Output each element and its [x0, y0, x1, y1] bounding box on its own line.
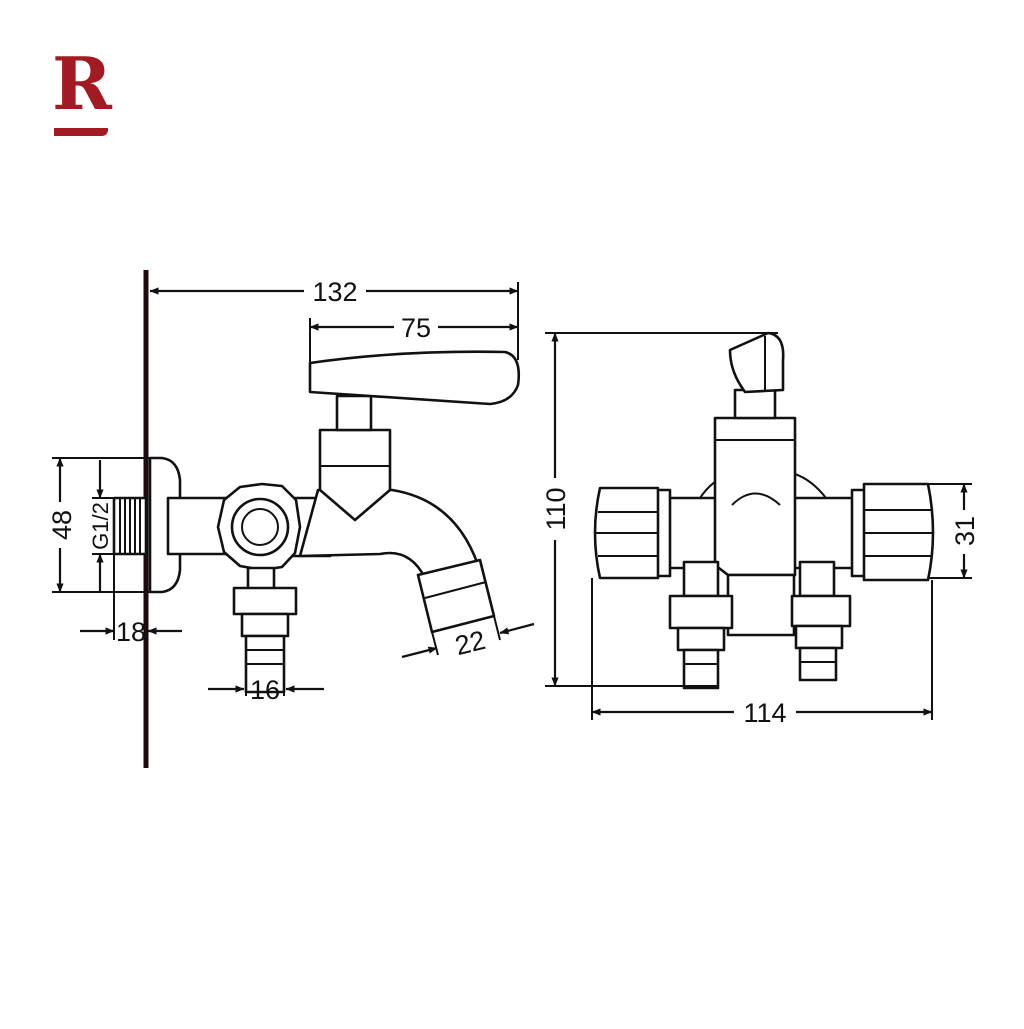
front-lever-handle[interactable]: [728, 331, 785, 394]
brand-logo: R: [52, 41, 112, 126]
front-center-block: [726, 573, 796, 637]
side-knob[interactable]: [216, 482, 302, 572]
dim-thread-length: 18: [116, 617, 146, 647]
lever-handle[interactable]: [308, 350, 520, 406]
dim-flange-height: 48: [47, 510, 77, 540]
front-valve-body: [713, 416, 797, 577]
dim-hose-outlet-width: 16: [250, 675, 280, 705]
dim-handle-length: 75: [401, 313, 431, 343]
hose-outlet: [232, 566, 298, 694]
front-left-hose-outlet: [668, 560, 734, 690]
front-left-knob[interactable]: [593, 486, 672, 580]
front-valve-stem: [733, 388, 777, 420]
dim-overall-length: 132: [312, 277, 357, 307]
valve-bonnet: [318, 428, 392, 522]
valve-stem: [335, 394, 373, 432]
wall-flange: [148, 456, 182, 594]
brand-logo-underline: [54, 128, 108, 136]
thread-connector: [112, 496, 148, 556]
thread-label: G1/2: [88, 502, 113, 550]
front-right-hose-outlet: [790, 560, 852, 682]
dim-spout-outlet-width: 22: [452, 625, 488, 661]
dim-front-width: 114: [743, 698, 786, 728]
front-right-knob[interactable]: [850, 482, 935, 582]
dim-front-height: 110: [541, 487, 571, 530]
side-view: 132 75 48 G1/2 18: [45, 270, 535, 768]
spout-body: [298, 488, 480, 580]
dim-knob-height: 31: [950, 516, 980, 546]
front-view: 110 114 31: [540, 331, 980, 728]
